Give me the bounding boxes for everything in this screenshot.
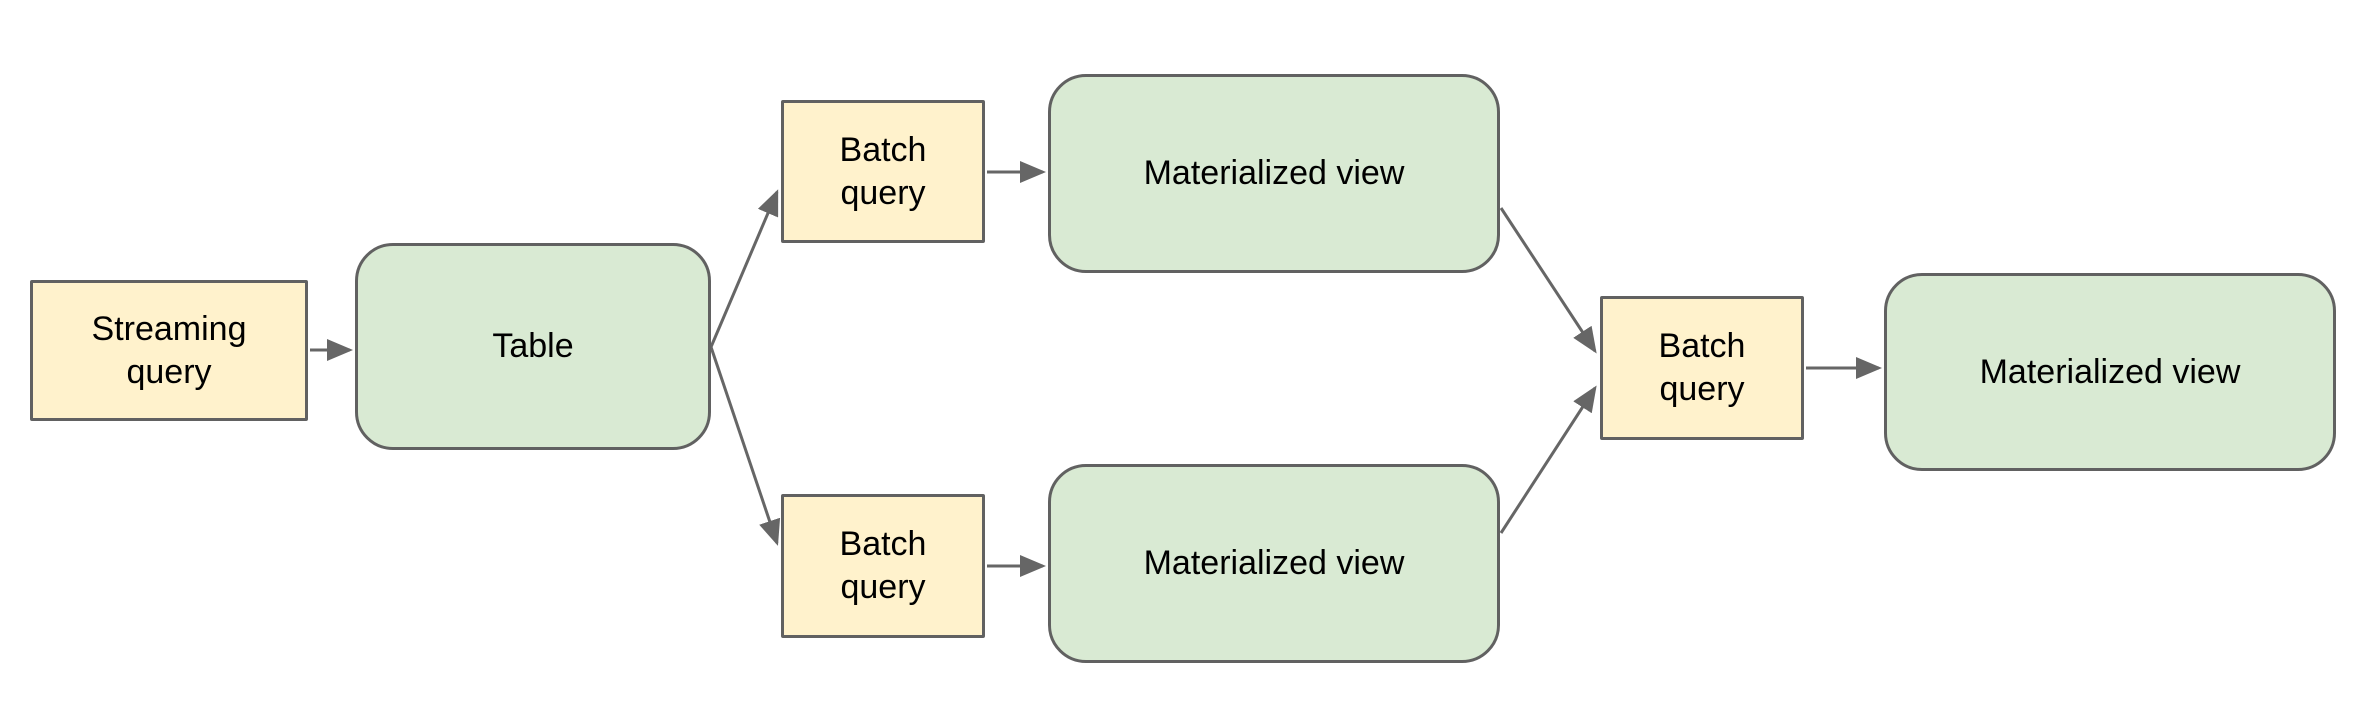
- arrow-table-to-batch-query-bottom: [709, 346, 781, 546]
- arrow-materialized-view-bottom-to-batch-query-right: [1499, 385, 1597, 534]
- node-materialized-view-top-label: Materialized view: [1143, 154, 1405, 193]
- node-table: Table: [355, 243, 711, 450]
- node-streaming-query: Streaming query: [30, 280, 308, 421]
- node-table-label: Table: [492, 327, 574, 366]
- node-materialized-view-right: Materialized view: [1884, 273, 2336, 471]
- node-streaming-query-label: Streaming query: [91, 309, 247, 391]
- node-batch-query-bottom: Batch query: [781, 494, 985, 638]
- node-materialized-view-bottom: Materialized view: [1048, 464, 1500, 663]
- node-materialized-view-bottom-label: Materialized view: [1143, 544, 1405, 583]
- node-batch-query-right-label: Batch query: [1658, 327, 1746, 408]
- node-batch-query-bottom-label: Batch query: [839, 525, 927, 606]
- node-batch-query-top-label: Batch query: [839, 130, 927, 212]
- node-materialized-view-top: Materialized view: [1048, 74, 1500, 273]
- node-materialized-view-right-label: Materialized view: [1979, 352, 2241, 391]
- node-batch-query-top: Batch query: [781, 100, 985, 243]
- arrow-materialized-view-top-to-batch-query-right: [1499, 207, 1597, 354]
- node-batch-query-right: Batch query: [1600, 296, 1804, 440]
- arrow-table-to-batch-query-top: [709, 189, 779, 348]
